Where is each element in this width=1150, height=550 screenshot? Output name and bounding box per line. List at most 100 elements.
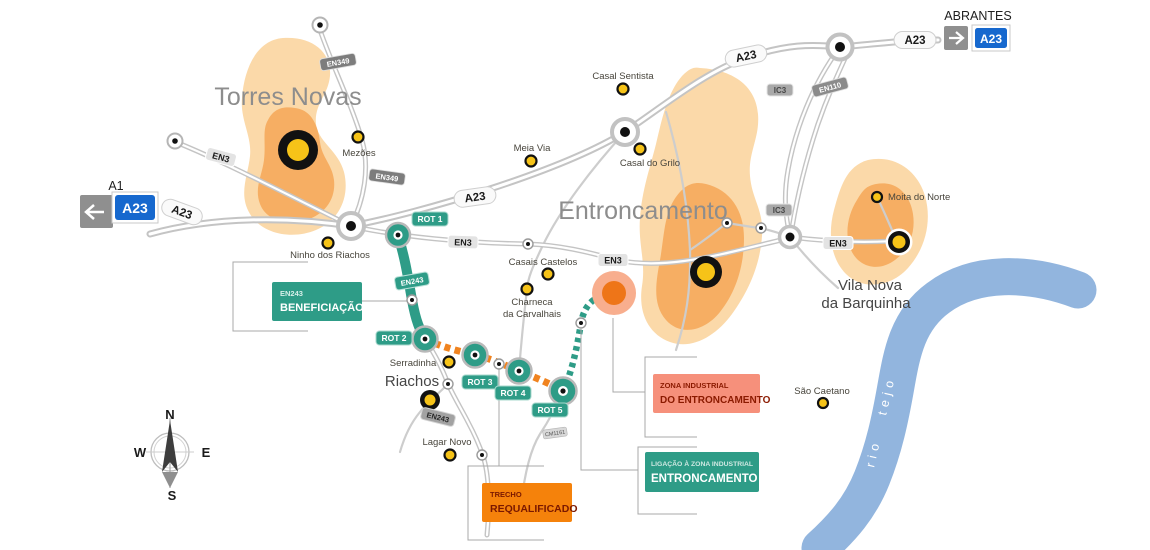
legend-boxes: EN243 BENEFICIAÇÃO TRECHO REQUALIFICADO … (272, 282, 771, 522)
river-tejo: rio tejo (801, 258, 1097, 550)
rotunda-node-3 (461, 341, 489, 369)
town-label-casal-sentista: Casal Sentista (592, 71, 654, 82)
sign-a1-shield-text: A23 (122, 200, 148, 216)
en243-teal-road-label: EN243 (394, 271, 430, 291)
svg-text:ROT 4: ROT 4 (500, 388, 525, 398)
town-dot-casal-do-grilo (633, 142, 647, 156)
compass-n: N (165, 407, 174, 422)
rot3-badge: ROT 3 (461, 374, 499, 390)
svg-text:ROT 3: ROT 3 (467, 377, 492, 387)
en3-road-label: EN3 (822, 236, 854, 250)
svg-text:A23: A23 (904, 35, 925, 47)
svg-text:TRECHO: TRECHO (490, 490, 522, 499)
rotunda-node-4 (505, 357, 533, 385)
compass-needle-icon (162, 420, 178, 472)
svg-text:EN243: EN243 (280, 289, 303, 298)
rotunda-node-1 (384, 221, 412, 249)
ic3-road-label: IC3 (766, 83, 794, 97)
svg-text:ENTRONCAMENTO: ENTRONCAMENTO (651, 473, 758, 485)
rotunda-node-5 (548, 376, 578, 406)
a23-road-label: A23 (724, 44, 768, 68)
sign-a1-label: A1 (108, 179, 123, 193)
svg-text:LIGAÇÃO À ZONA INDUSTRIAL: LIGAÇÃO À ZONA INDUSTRIAL (651, 459, 753, 468)
junction-mini (406, 217, 767, 461)
en3-road-label: EN3 (447, 234, 479, 250)
a23-road-label: A23 (453, 186, 497, 208)
rot1-badge: ROT 1 (411, 211, 449, 227)
legend-zona-industrial: ZONA INDUSTRIAL DO ENTRONCAMENTO (653, 374, 771, 413)
svg-text:CM1161: CM1161 (545, 430, 566, 439)
svg-text:EN349: EN349 (375, 171, 399, 183)
a23-road-label: A23 (161, 198, 203, 226)
town-label-meia-via: Meia Via (514, 143, 552, 154)
town-dot-meia-via (524, 154, 538, 168)
zona-industrial-marker (592, 271, 636, 315)
city-markers (278, 130, 913, 410)
road-en3-west (175, 140, 354, 229)
svg-text:BENEFICIAÇÃO: BENEFICIAÇÃO (280, 301, 364, 314)
legend-ligacao-zona: LIGAÇÃO À ZONA INDUSTRIAL ENTRONCAMENTO (645, 452, 759, 492)
svg-text:IC3: IC3 (774, 86, 787, 95)
city-label-vnb-1: Vila Nova (838, 277, 903, 294)
sign-abrantes-label: ABRANTES (944, 9, 1011, 23)
town-label-moita: Moita do Norte (888, 192, 950, 203)
cm1161-road-label: CM1161 (542, 426, 568, 440)
en110-road-label: EN110 (811, 76, 849, 98)
town-dot-ninho (321, 236, 335, 250)
junction-nodes (166, 16, 855, 461)
town-dots (321, 82, 884, 462)
city-label-entroncamento: Entroncamento (558, 197, 728, 225)
sign-a1: A1 A23 (80, 179, 159, 228)
svg-text:EN3: EN3 (454, 237, 472, 248)
arrow-left-icon (84, 204, 104, 220)
svg-text:A23: A23 (735, 49, 758, 65)
en3-road-label: EN3 (597, 253, 629, 267)
legend-beneficiacao: EN243 BENEFICIAÇÃO (272, 282, 364, 321)
city-marker-riachos (420, 390, 440, 410)
town-label-charneca-2: da Carvalhais (503, 309, 561, 320)
compass-s: S (168, 488, 177, 503)
road-badges: A23 A23 A23 A23 EN3 EN3 EN3 EN3 EN349 EN… (161, 31, 937, 440)
city-marker-torres-novas (278, 130, 318, 170)
local-road-riachos (398, 382, 450, 454)
compass-w: W (134, 445, 147, 460)
svg-text:EN349: EN349 (326, 56, 350, 69)
arrow-right-icon (949, 31, 965, 45)
sign-abrantes-shield-text: A23 (980, 32, 1002, 46)
town-label-casal-do-grilo: Casal do Grilo (620, 158, 680, 169)
rot2-badge: ROT 2 (375, 330, 413, 346)
legend-trecho-requalificado: TRECHO REQUALIFICADO (482, 483, 578, 522)
ic3-road-label: IC3 (765, 203, 793, 217)
town-dot-casal-sentista (616, 82, 630, 96)
town-label-mezoes: Mezões (342, 148, 376, 159)
svg-text:ZONA INDUSTRIAL: ZONA INDUSTRIAL (660, 381, 729, 390)
town-dot-mezoes (351, 130, 365, 144)
svg-text:EN3: EN3 (211, 150, 231, 164)
svg-text:DO ENTRONCAMENTO: DO ENTRONCAMENTO (660, 395, 771, 406)
en3-road-label: EN3 (205, 147, 237, 167)
en349-road-label: EN349 (368, 168, 406, 186)
local-road-entroncamento-e (688, 221, 792, 252)
town-label-casais-castelos: Casais Castelos (509, 257, 578, 268)
svg-text:EN243: EN243 (400, 275, 424, 288)
svg-text:IC3: IC3 (773, 206, 786, 215)
sign-abrantes: ABRANTES A23 (944, 9, 1012, 52)
town-label-ninho: Ninho dos Riachos (290, 250, 370, 261)
river-band (801, 258, 1097, 550)
en349-road-label: EN349 (319, 53, 357, 71)
road-en243-south (422, 336, 492, 538)
svg-text:A23: A23 (464, 191, 487, 206)
town-label-serradinha: Serradinha (390, 358, 437, 369)
sign-a1-shield (115, 195, 155, 220)
town-dot-sao-caetano (816, 396, 830, 410)
city-label-torres-novas: Torres Novas (214, 83, 361, 111)
town-label-sao-caetano: São Caetano (794, 386, 849, 397)
town-dot-lagar-novo (443, 448, 457, 462)
svg-text:ROT 1: ROT 1 (417, 214, 442, 224)
en243-gray-road-label: EN243 (420, 407, 456, 427)
svg-text:EN3: EN3 (604, 256, 622, 266)
rotunda-nodes (384, 221, 578, 406)
rotunda-node-2 (411, 325, 439, 353)
